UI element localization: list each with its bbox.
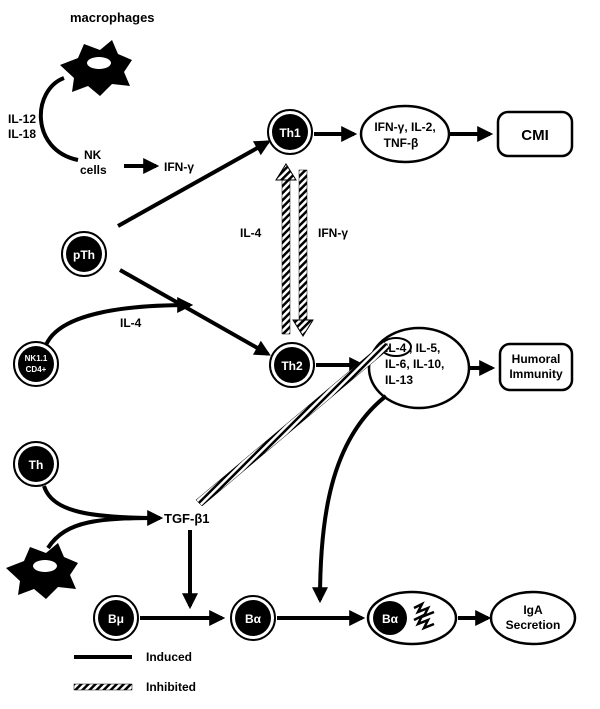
humoral-label-1: Humoral xyxy=(512,352,561,366)
nk11-cd4-cell: NK1.1 CD4+ xyxy=(13,341,59,387)
iga-label-2: Secretion xyxy=(506,618,561,632)
legend: Induced Inhibited xyxy=(73,650,196,694)
th1-cytokines-label-2: TNF-β xyxy=(384,136,419,150)
pth-cell: pTh xyxy=(61,231,107,277)
macrophage-to-tgf-line xyxy=(46,516,161,550)
nk11-label-1: NK1.1 xyxy=(25,354,48,363)
th2-cytokines-label-1: , IL-5, xyxy=(409,341,440,355)
ifn-gamma-cross-label: IFN-γ xyxy=(318,226,348,240)
b-alpha-secreting-label: Bα xyxy=(382,612,399,626)
b-mu-cell: Bμ xyxy=(93,595,139,641)
nk-cells-label-2: cells xyxy=(80,163,107,177)
legend-inhibited-label: Inhibited xyxy=(146,680,196,694)
b-alpha-label: Bα xyxy=(245,612,262,626)
ifn-gamma-nk-label: IFN-γ xyxy=(164,160,194,174)
th2-label: Th2 xyxy=(281,359,303,373)
th1-cytokines-label-1: IFN-γ, IL-2, xyxy=(374,120,435,134)
pth-to-th2-arrow xyxy=(119,268,271,356)
il12-label: IL-12 xyxy=(8,112,36,126)
b-alpha-secreting-cell: Bα xyxy=(366,590,458,646)
nk-cells-label-1: NK xyxy=(84,148,102,162)
b-mu-label: Bμ xyxy=(108,612,124,626)
il18-label: IL-18 xyxy=(8,127,36,141)
antibody-zigzag-icon xyxy=(413,613,435,631)
iga-secretion-ellipse xyxy=(489,590,577,646)
cmi-box xyxy=(496,110,574,158)
th2-cytokines-il4: IL-4 xyxy=(385,341,407,355)
nk11-to-il4-arrow xyxy=(44,297,194,346)
antibody-zigzag-icon xyxy=(413,601,435,619)
th-to-tgf-arrow xyxy=(42,485,164,526)
th2-cytokines-ellipse xyxy=(367,326,471,410)
legend-induced-label: Induced xyxy=(146,650,192,664)
tgf-il4-inhibition-line xyxy=(195,341,391,507)
iga-label-1: IgA xyxy=(523,603,543,617)
il4-nk11-label: IL-4 xyxy=(120,316,142,330)
macrophage-bottom xyxy=(6,543,78,599)
cytokines-to-balpha-arrow xyxy=(312,394,388,604)
th-label: Th xyxy=(29,458,44,472)
th-cell: Th xyxy=(13,441,59,487)
th2-cytokines-label-3: IL-13 xyxy=(385,373,413,387)
th2-cell: Th2 xyxy=(269,342,315,388)
b-alpha-cell: Bα xyxy=(230,595,276,641)
nk11-label-2: CD4+ xyxy=(26,365,47,374)
il4-inhibits-th1-arrow xyxy=(275,163,297,335)
th1-cytokines-ellipse xyxy=(359,104,451,164)
macrophage-top xyxy=(60,40,132,96)
macrophages-label: macrophages xyxy=(70,10,155,25)
humoral-label-2: Immunity xyxy=(509,367,563,381)
il4-cross-label: IL-4 xyxy=(240,226,262,240)
pth-to-th1-arrow xyxy=(117,140,271,228)
th1-cell: Th1 xyxy=(267,109,313,155)
th2-cytokines-label-2: IL-6, IL-10, xyxy=(385,357,444,371)
ifn-inhibits-th2-arrow xyxy=(292,169,314,337)
cmi-label: CMI xyxy=(521,127,549,144)
tgf-beta1-label: TGF-β1 xyxy=(164,511,210,526)
humoral-box xyxy=(498,342,574,392)
pth-label: pTh xyxy=(73,248,95,262)
macrophage-to-nk-line xyxy=(39,76,79,162)
legend-inhibited-line xyxy=(73,683,133,691)
th1-label: Th1 xyxy=(279,126,301,140)
